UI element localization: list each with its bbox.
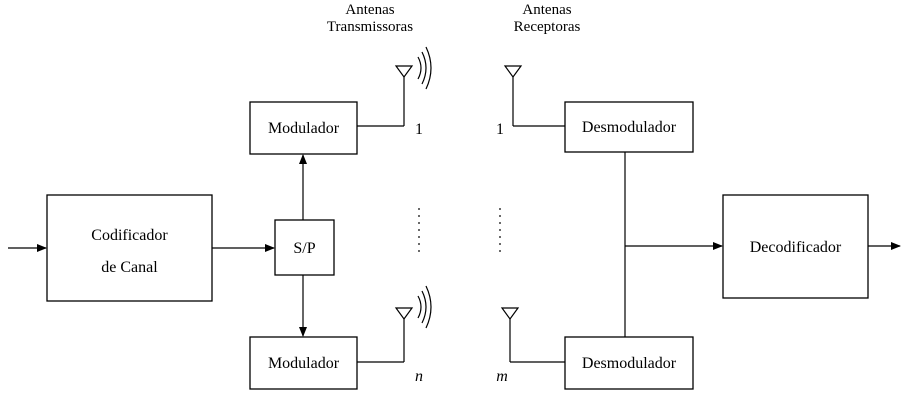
rx-antenna-ellipsis xyxy=(499,208,501,252)
tx-antenna-ellipsis xyxy=(418,208,420,252)
rx-antenna-bottom-icon xyxy=(500,307,565,363)
rx-antenna-first-label: 1 xyxy=(496,121,504,138)
tx-antenna-first-label: 1 xyxy=(415,121,423,138)
sp-label: S/P xyxy=(293,240,315,257)
decoder-block xyxy=(722,194,869,299)
decoder-label: Decodificador xyxy=(750,239,842,256)
demodulator-top-label: Desmodulador xyxy=(582,119,677,136)
sp-block xyxy=(274,219,335,276)
rx-antennas-header-line1: Antenas xyxy=(522,2,571,18)
tx-antenna-top-icon xyxy=(357,46,432,127)
demodulator-bottom-label: Desmodulador xyxy=(582,355,677,372)
tx-antenna-last-label: n xyxy=(415,368,423,385)
tx-antennas-header-line1: Antenas xyxy=(345,2,394,18)
modulator-top-block xyxy=(249,101,358,155)
modulator-bottom-label: Modulador xyxy=(268,355,340,372)
demodulator-bottom-block xyxy=(564,336,694,390)
modulator-top-label: Modulador xyxy=(268,120,340,137)
tx-antennas-header-line2: Transmissoras xyxy=(327,19,413,35)
channel-coder-block xyxy=(46,194,213,302)
demodulator-top-block xyxy=(564,101,694,153)
modulator-bottom-block xyxy=(249,336,358,390)
rx-antenna-last-label: m xyxy=(496,368,508,385)
channel-coder-label-line1: Codificador xyxy=(91,227,168,244)
channel-coder-label-line2: de Canal xyxy=(101,259,158,276)
tx-antenna-bottom-icon xyxy=(357,285,432,363)
rx-antenna-top-icon xyxy=(503,65,565,127)
rx-antennas-header-line2: Receptoras xyxy=(514,19,581,35)
